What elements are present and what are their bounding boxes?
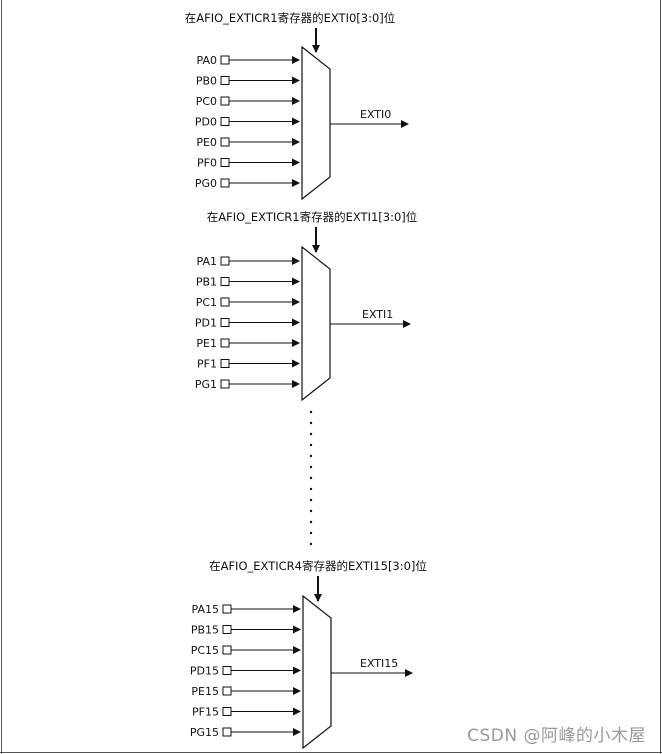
pin-label: PE1 (196, 337, 217, 350)
pin-box (220, 359, 230, 368)
multiplexer-shape (301, 45, 331, 201)
pin-label: PB0 (196, 75, 217, 88)
pin-label: PD1 (195, 317, 217, 330)
input-pin-pf15: PF15 (192, 706, 301, 719)
ellipsis-dot (309, 421, 313, 425)
input-pin-pd1: PD1 (195, 317, 300, 330)
pin-label: PG0 (195, 177, 217, 190)
pin-box (220, 256, 230, 266)
register-title: 在AFIO_EXTICR4寄存器的EXTI15[3:0]位 (209, 559, 427, 573)
pin-label: PG1 (195, 378, 217, 391)
ellipsis-dot (309, 443, 313, 447)
input-pin-pe15: PE15 (191, 685, 301, 698)
pin-box (220, 137, 230, 147)
pin-box (222, 686, 232, 696)
pin-label: PA1 (197, 255, 217, 268)
pin-label: PB1 (196, 276, 217, 289)
pin-label: PE0 (196, 136, 217, 149)
pin-label: PF0 (197, 157, 217, 170)
output-label: EXTI0 (360, 108, 391, 121)
pin-label: PE15 (191, 685, 219, 698)
ellipsis-dot (309, 520, 313, 524)
input-pin-pe0: PE0 (196, 136, 300, 149)
mux-block-exti15: 在AFIO_EXTICR4寄存器的EXTI15[3:0]位 PA15PB15PC1… (190, 559, 427, 750)
multiplexer-shape (301, 245, 331, 402)
pin-label: PA0 (197, 54, 217, 67)
pin-label: PA15 (192, 603, 219, 616)
input-pin-pf0: PF0 (197, 157, 300, 170)
pin-label: PB15 (191, 624, 219, 637)
pin-box (220, 96, 230, 106)
pin-box (220, 178, 230, 188)
pin-box (222, 727, 232, 737)
ellipsis-dot (309, 432, 313, 436)
pin-label: PF15 (192, 706, 219, 719)
ellipsis-dot (309, 531, 313, 535)
ellipsis-dot (309, 410, 313, 414)
pin-label: PD0 (195, 116, 217, 129)
ellipsis-dot (309, 465, 313, 469)
input-pin-pe1: PE1 (196, 337, 300, 350)
pin-box (220, 338, 230, 348)
ellipsis-dot (309, 509, 313, 513)
pin-box (222, 666, 232, 675)
watermark: CSDN @阿峰的小木屋 (467, 726, 646, 746)
pin-box (220, 277, 230, 286)
ellipsis-dot (309, 487, 313, 491)
input-pin-pg1: PG1 (195, 378, 300, 391)
ellipsis-dot (309, 498, 313, 502)
pin-box (222, 645, 232, 655)
input-pin-pa0: PA0 (197, 54, 300, 67)
ellipsis-dot (309, 542, 313, 546)
input-pin-pb15: PB15 (191, 624, 301, 637)
input-pin-pc0: PC0 (196, 95, 300, 108)
input-pin-pc15: PC15 (191, 644, 301, 657)
ellipsis-dot (309, 454, 313, 458)
pin-label: PC15 (191, 644, 219, 657)
ellipsis-dots (309, 410, 313, 546)
output-label: EXTI1 (362, 308, 393, 321)
pin-label: PC0 (196, 95, 217, 108)
register-title: 在AFIO_EXTICR1寄存器的EXTI0[3:0]位 (185, 11, 396, 25)
input-pin-pf1: PF1 (197, 358, 300, 371)
pin-box (220, 297, 230, 307)
input-pin-pa15: PA15 (192, 603, 301, 616)
mux-block-exti0: 在AFIO_EXTICR1寄存器的EXTI0[3:0]位 PA0PB0PC0PD0… (185, 11, 409, 201)
input-pin-pb1: PB1 (196, 276, 300, 289)
pin-label: PG15 (190, 726, 219, 739)
input-pin-pg15: PG15 (190, 726, 301, 739)
input-pin-pb0: PB0 (196, 75, 300, 88)
pin-label: PC1 (196, 296, 217, 309)
input-pin-pg0: PG0 (195, 177, 300, 190)
pin-box (220, 76, 230, 85)
pin-box (222, 604, 232, 614)
multiplexer-shape (302, 594, 332, 750)
output-label: EXTI15 (360, 657, 398, 670)
pin-box (220, 379, 230, 389)
pin-box (222, 625, 232, 634)
pin-label: PD15 (190, 665, 219, 678)
ellipsis-dot (309, 476, 313, 480)
pin-box (222, 707, 232, 716)
input-pin-pd0: PD0 (195, 116, 300, 129)
input-pin-pc1: PC1 (196, 296, 300, 309)
pin-box (220, 158, 230, 167)
mux-block-exti1: 在AFIO_EXTICR1寄存器的EXTI1[3:0]位 PA1PB1PC1PD1… (195, 210, 418, 402)
pin-box (220, 117, 230, 126)
register-title: 在AFIO_EXTICR1寄存器的EXTI1[3:0]位 (207, 210, 418, 224)
pin-box (220, 55, 230, 65)
pin-box (220, 318, 230, 327)
pin-label: PF1 (197, 358, 217, 371)
input-pin-pa1: PA1 (197, 255, 300, 268)
input-pin-pd15: PD15 (190, 665, 301, 678)
